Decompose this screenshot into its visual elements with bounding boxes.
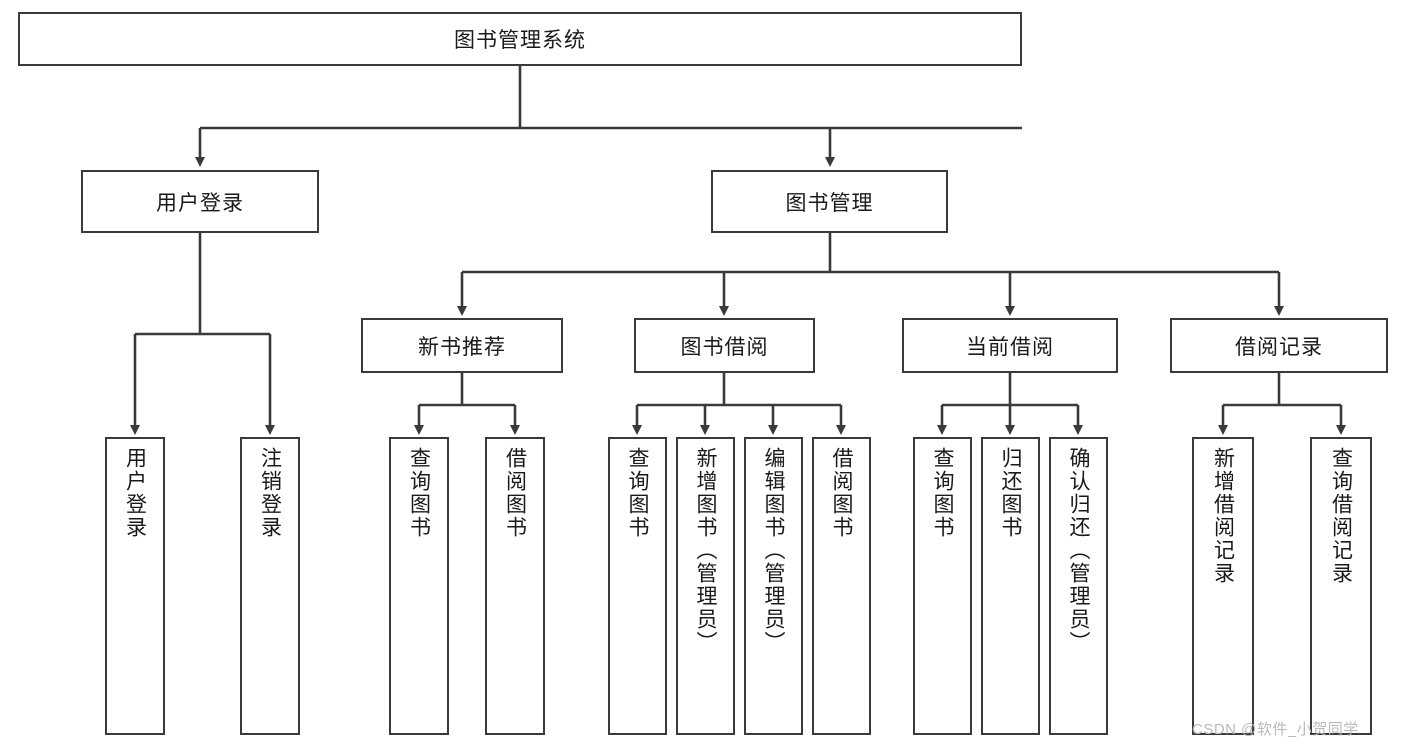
leaf-query-book-recommend[interactable]: 查询图书 [389,437,449,735]
edges-book-borrow [632,373,846,435]
node-borrow-record[interactable]: 借阅记录 [1170,318,1388,373]
csdn-watermark: CSDN @软件_小贺同学 [1192,721,1359,738]
leaf-query-borrow-record[interactable]: 查询借阅记录 [1310,437,1372,735]
leaf-return-book[interactable]: 归还图书 [981,437,1040,735]
node-book-borrow[interactable]: 图书借阅 [634,318,815,373]
edges-user-login [130,233,275,435]
leaf-add-book-admin[interactable]: 新增图书（管理员） [676,437,735,735]
node-root-book-management-system[interactable]: 图书管理系统 [18,12,1022,66]
node-new-book-recommend[interactable]: 新书推荐 [361,318,563,373]
node-book-management[interactable]: 图书管理 [711,170,948,233]
leaf-edit-book-admin[interactable]: 编辑图书（管理员） [744,437,803,735]
node-current-borrow[interactable]: 当前借阅 [902,318,1118,373]
leaf-borrow-book-recommend[interactable]: 借阅图书 [485,437,545,735]
leaf-user-login[interactable]: 用户登录 [105,437,165,735]
edges-borrow-record [1218,373,1346,435]
leaf-confirm-return-admin[interactable]: 确认归还（管理员） [1049,437,1108,735]
edges-root [195,66,1022,167]
edges-current-borrow [937,373,1083,435]
edges-book-management [457,233,1284,316]
edges-new-book-recommend [414,373,520,435]
leaf-logout-login[interactable]: 注销登录 [240,437,300,735]
leaf-add-borrow-record[interactable]: 新增借阅记录 [1192,437,1254,735]
leaf-query-book-borrow[interactable]: 查询图书 [608,437,667,735]
leaf-borrow-book[interactable]: 借阅图书 [812,437,871,735]
node-user-login[interactable]: 用户登录 [81,170,319,233]
leaf-query-book-current[interactable]: 查询图书 [913,437,972,735]
